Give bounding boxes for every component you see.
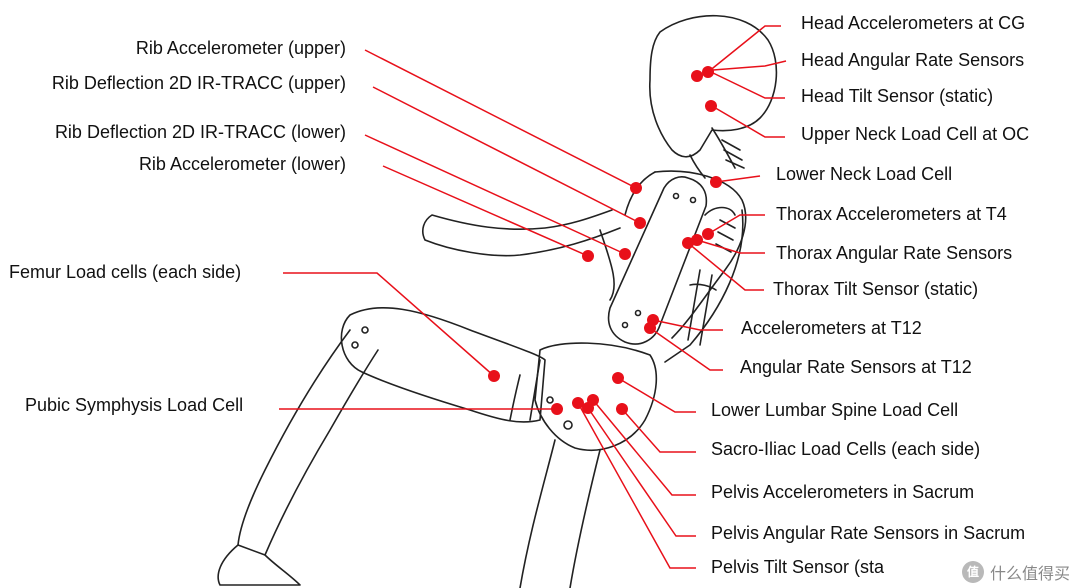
label-head-accelerometers: Head Accelerometers at CG — [801, 13, 1026, 33]
label-thorax-accelerometers: Thorax Accelerometers at T4 — [776, 204, 1007, 224]
label-head-angular-rate: Head Angular Rate Sensors — [801, 50, 1025, 70]
label-head-tilt: Head Tilt Sensor (static) — [801, 86, 994, 106]
dummy-outline — [217, 14, 778, 588]
label-rib-accelerometer-upper: Rib Accelerometer (upper) — [135, 38, 346, 58]
label-upper-neck: Upper Neck Load Cell at OC — [801, 124, 1030, 144]
label-pelvis-accelerometers: Pelvis Accelerometers in Sacrum — [711, 482, 975, 502]
label-lower-neck: Lower Neck Load Cell — [776, 164, 953, 184]
label-rib-deflection-upper: Rib Deflection 2D IR-TRACC (upper) — [51, 73, 346, 93]
watermark: 值 什么值得买 — [961, 560, 1070, 584]
label-femur-load-cells: Femur Load cells (each side) — [9, 262, 242, 282]
label-rib-accelerometer-lower: Rib Accelerometer (lower) — [138, 154, 346, 174]
label-pelvis-tilt: Pelvis Tilt Sensor (sta — [711, 557, 885, 577]
label-accelerometers-t12: Accelerometers at T12 — [741, 318, 922, 338]
label-pubic-symphysis: Pubic Symphysis Load Cell — [25, 395, 244, 415]
sensor-markers — [488, 66, 722, 415]
leader-lines — [279, 25, 787, 569]
label-angular-rate-t12: Angular Rate Sensors at T12 — [740, 357, 972, 377]
label-thorax-tilt: Thorax Tilt Sensor (static) — [773, 279, 979, 299]
label-thorax-angular-rate: Thorax Angular Rate Sensors — [776, 243, 1013, 263]
label-lower-lumbar: Lower Lumbar Spine Load Cell — [711, 400, 959, 420]
label-pelvis-angular-rate: Pelvis Angular Rate Sensors in Sacrum — [711, 523, 1026, 543]
watermark-text: 什么值得买 — [989, 566, 1070, 583]
label-rib-deflection-lower: Rib Deflection 2D IR-TRACC (lower) — [54, 122, 346, 142]
label-sacro-iliac: Sacro-Iliac Load Cells (each side) — [711, 439, 981, 459]
watermark-badge: 值 — [961, 561, 984, 583]
